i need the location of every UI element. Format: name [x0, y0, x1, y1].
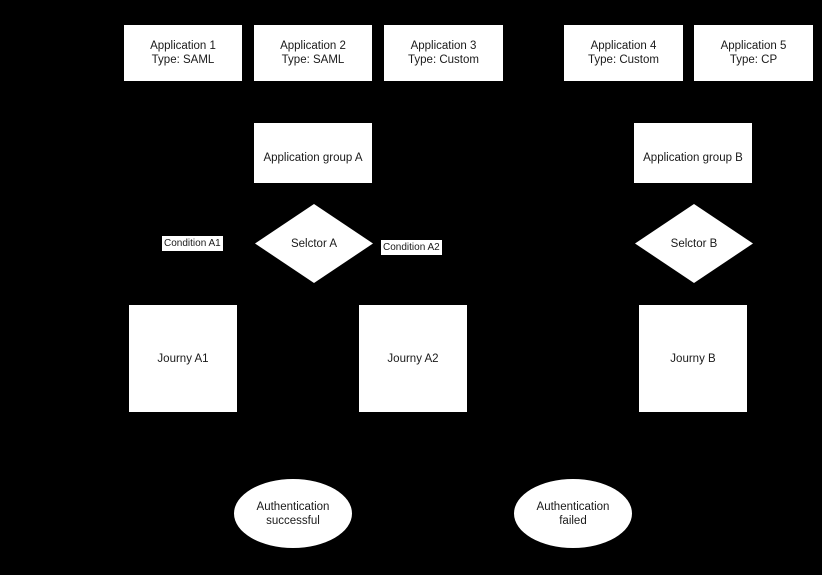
node-application-group-a-label: Application group A [263, 152, 363, 164]
node-application-group-b[interactable]: Application group B [634, 123, 752, 183]
node-journey-a1-label: Journy A1 [157, 352, 209, 365]
node-journey-a1[interactable]: Journy A1 [129, 305, 237, 412]
diamond-shape-a [255, 204, 373, 283]
node-selector-b[interactable]: Selctor B [635, 204, 753, 283]
node-application-5-label: Application 5 Type: CP [720, 40, 787, 66]
node-application-group-a[interactable]: Application group A [254, 123, 372, 183]
node-application-2-label: Application 2 Type: SAML [280, 40, 346, 66]
edge-label-condition-a1: Condition A1 [162, 236, 223, 251]
node-journey-b-label: Journy B [670, 352, 716, 365]
node-application-2[interactable]: Application 2 Type: SAML [254, 25, 372, 81]
node-journey-b[interactable]: Journy B [639, 305, 747, 412]
node-application-1-label: Application 1 Type: SAML [150, 40, 216, 66]
node-application-4[interactable]: Application 4 Type: Custom [564, 25, 683, 81]
node-application-5[interactable]: Application 5 Type: CP [694, 25, 813, 81]
node-outcome-authentication-failed[interactable]: Authentication failed [514, 479, 632, 548]
node-selector-a[interactable]: Selctor A [255, 204, 373, 283]
node-journey-a2-label: Journy A2 [387, 352, 439, 365]
node-application-1[interactable]: Application 1 Type: SAML [124, 25, 242, 81]
node-outcome-authentication-successful[interactable]: Authentication successful [234, 479, 352, 548]
edge-label-condition-a2: Condition A2 [381, 240, 442, 255]
node-journey-a2[interactable]: Journy A2 [359, 305, 467, 412]
diamond-shape-b [635, 204, 753, 283]
node-application-group-b-label: Application group B [643, 152, 743, 164]
node-application-3-label: Application 3 Type: Custom [408, 40, 479, 66]
node-application-3[interactable]: Application 3 Type: Custom [384, 25, 503, 81]
node-application-4-label: Application 4 Type: Custom [588, 40, 659, 66]
node-outcome-authentication-successful-label: Authentication successful [256, 500, 330, 527]
node-outcome-authentication-failed-label: Authentication failed [536, 500, 610, 527]
